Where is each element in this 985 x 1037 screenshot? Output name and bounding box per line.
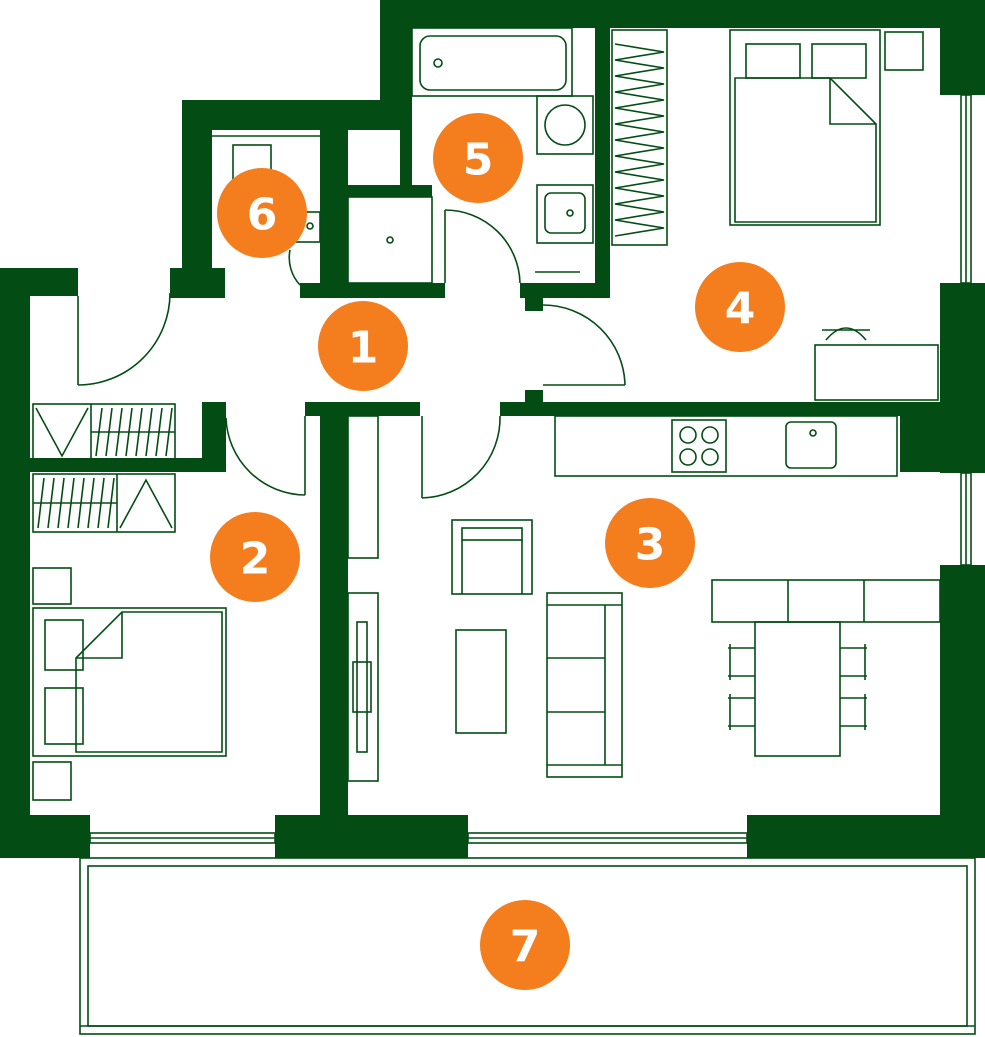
- room-badge-2[interactable]: 2: [210, 512, 300, 602]
- double-bed-large: [729, 29, 881, 226]
- wardrobe: [32, 403, 176, 533]
- room-badge-3[interactable]: 3: [605, 498, 695, 588]
- kitchen-counter: [554, 415, 898, 477]
- balcony-railing: [79, 857, 976, 1035]
- room-badge-4[interactable]: 4: [695, 262, 785, 352]
- nightstand: [884, 31, 924, 71]
- room-badge-1[interactable]: 1: [318, 301, 408, 391]
- sofa: [546, 592, 623, 778]
- room-label-4: 4: [725, 284, 756, 335]
- nightstand: [32, 567, 72, 605]
- storage-cabinet: [347, 196, 433, 284]
- room-label-7: 7: [510, 922, 541, 973]
- bathtub: [411, 27, 573, 97]
- room-label-3: 3: [635, 520, 666, 571]
- doors: [77, 209, 626, 499]
- walls: [0, 0, 985, 858]
- coffee-table: [455, 629, 507, 734]
- tv-unit: [347, 415, 379, 782]
- room-badge-6[interactable]: 6: [217, 168, 307, 258]
- bathroom-sink: [536, 184, 594, 244]
- windows: [89, 94, 972, 844]
- double-bed-small: [32, 607, 227, 757]
- room-label-2: 2: [240, 534, 271, 585]
- radiator: [611, 29, 668, 246]
- room-badge-5[interactable]: 5: [433, 113, 523, 203]
- furniture: [32, 27, 941, 801]
- room-label-5: 5: [463, 135, 494, 186]
- dining-set: [711, 579, 941, 757]
- room-label-1: 1: [348, 323, 379, 374]
- washing-machine: [536, 95, 594, 155]
- armchair: [451, 519, 533, 595]
- room-badge-7[interactable]: 7: [480, 900, 570, 990]
- room-label-6: 6: [247, 190, 278, 241]
- nightstand: [32, 761, 72, 801]
- desk: [814, 327, 939, 401]
